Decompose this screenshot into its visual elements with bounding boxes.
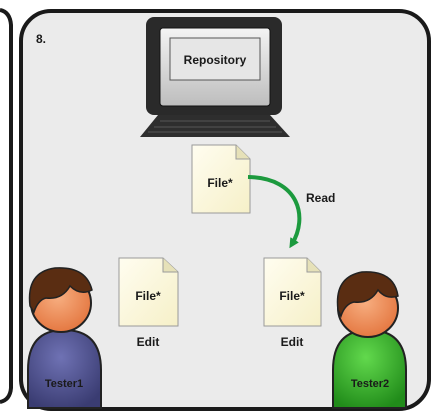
tester2-edit-label: Edit [281, 335, 304, 349]
neighbor-panel-edge [0, 8, 13, 404]
tester2-label: Tester2 [351, 378, 389, 390]
repo-file-icon [191, 144, 251, 214]
tester2-person-icon [332, 271, 407, 409]
tester2-file-icon [263, 257, 322, 327]
repo-file-label: File* [207, 176, 233, 190]
read-arrow [247, 175, 302, 249]
repository-computer-icon [140, 17, 290, 137]
read-label: Read [306, 191, 335, 205]
tester1-file-label: File* [135, 289, 161, 303]
tester2-file-label: File* [279, 289, 305, 303]
tester1-person-icon [27, 267, 102, 409]
step-number: 8. [36, 32, 46, 46]
tester1-file-icon [118, 257, 179, 327]
tester1-edit-label: Edit [137, 335, 160, 349]
tester1-label: Tester1 [45, 378, 83, 390]
repository-label: Repository [184, 53, 247, 67]
